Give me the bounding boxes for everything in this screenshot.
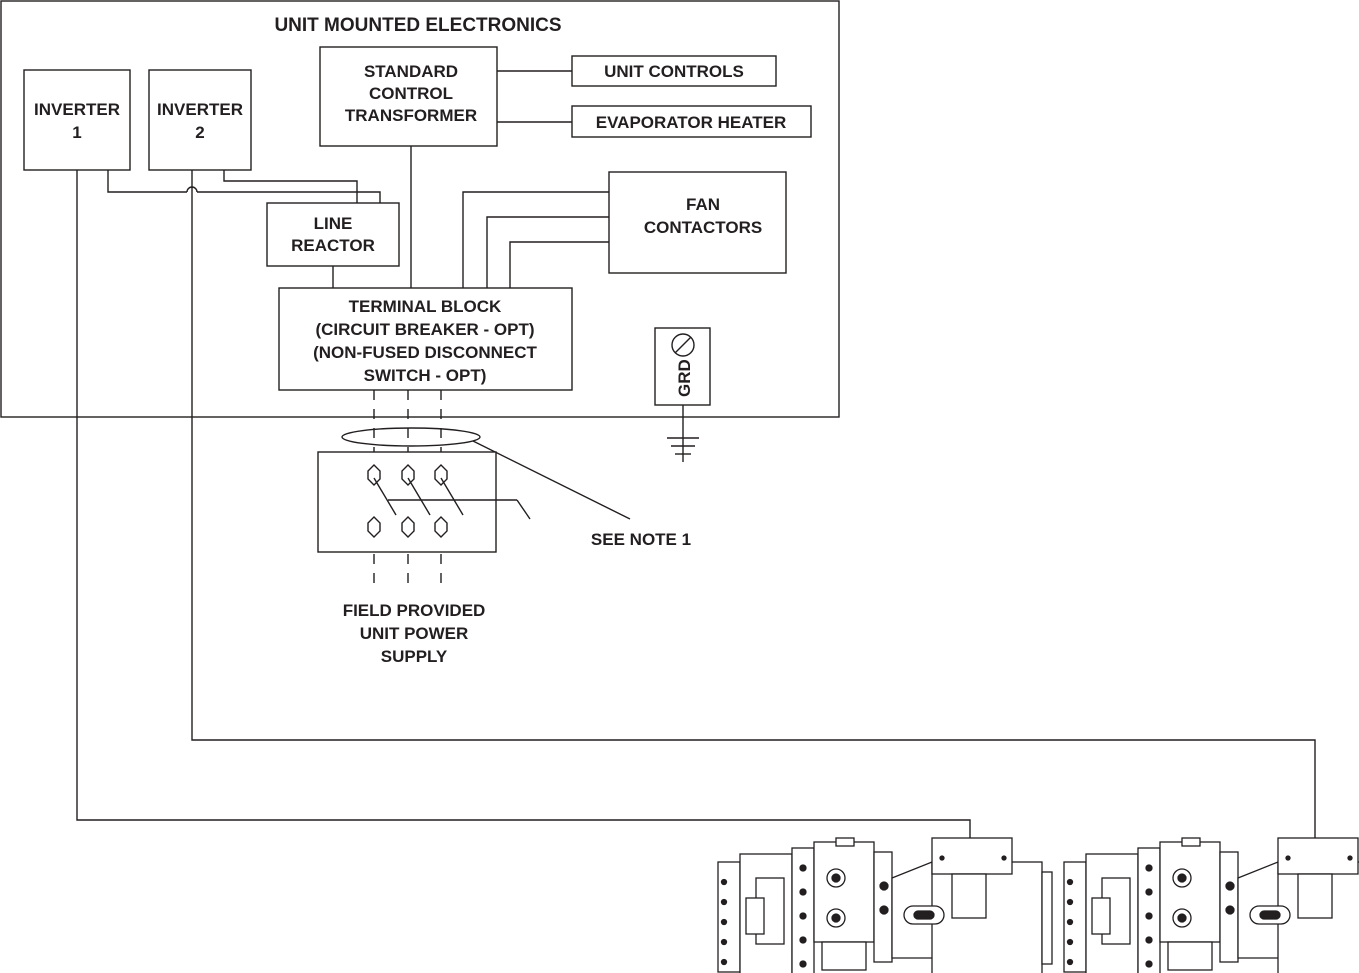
power-supply-label: FIELD PROVIDED UNIT POWER SUPPLY	[343, 601, 486, 666]
fan-contactors: FAN CONTACTORS	[608, 171, 787, 274]
compressor-1	[717, 837, 1053, 973]
svg-text:STANDARD: STANDARD	[364, 62, 458, 81]
svg-text:(CIRCUIT BREAKER - OPT): (CIRCUIT BREAKER - OPT)	[315, 320, 534, 339]
svg-text:REACTOR: REACTOR	[291, 236, 375, 255]
svg-text:1: 1	[72, 123, 81, 142]
svg-text:TRANSFORMER: TRANSFORMER	[345, 106, 477, 125]
svg-text:INVERTER: INVERTER	[34, 100, 120, 119]
svg-text:CONTACTORS: CONTACTORS	[644, 218, 762, 237]
svg-text:SUPPLY: SUPPLY	[381, 647, 448, 666]
ground-terminal: GRD	[654, 327, 711, 462]
internal-wiring	[107, 70, 609, 288]
svg-text:EVAPORATOR HEATER: EVAPORATOR HEATER	[596, 113, 786, 132]
svg-text:GRD: GRD	[675, 359, 694, 397]
svg-text:LINE: LINE	[314, 214, 353, 233]
svg-text:FIELD PROVIDED: FIELD PROVIDED	[343, 601, 486, 620]
svg-text:TERMINAL BLOCK: TERMINAL BLOCK	[349, 297, 502, 316]
diagram-title: UNIT MOUNTED ELECTRONICS	[274, 15, 561, 36]
svg-text:2: 2	[195, 123, 204, 142]
svg-text:INVERTER: INVERTER	[157, 100, 243, 119]
compressor-leads	[76, 170, 1316, 845]
svg-text:FAN: FAN	[686, 195, 720, 214]
svg-text:UNIT POWER: UNIT POWER	[360, 624, 469, 643]
svg-text:UNIT CONTROLS: UNIT CONTROLS	[604, 62, 744, 81]
svg-text:(NON-FUSED DISCONNECT: (NON-FUSED DISCONNECT	[313, 343, 537, 362]
compressor-2	[1063, 837, 1359, 973]
terminal-block: TERMINAL BLOCK (CIRCUIT BREAKER - OPT) (…	[278, 287, 573, 391]
unit-controls: UNIT CONTROLS	[571, 55, 777, 87]
svg-text:SWITCH - OPT): SWITCH - OPT)	[364, 366, 487, 385]
control-transformer: STANDARD CONTROL TRANSFORMER	[319, 46, 498, 147]
disconnect-switch	[317, 451, 531, 553]
inverter-1: INVERTER 1	[23, 69, 131, 171]
see-note-label: SEE NOTE 1	[591, 530, 691, 549]
inverter-2: INVERTER 2	[148, 69, 252, 171]
svg-text:CONTROL: CONTROL	[369, 84, 453, 103]
evaporator-heater: EVAPORATOR HEATER	[571, 105, 812, 138]
line-reactor: LINE REACTOR	[266, 202, 400, 267]
